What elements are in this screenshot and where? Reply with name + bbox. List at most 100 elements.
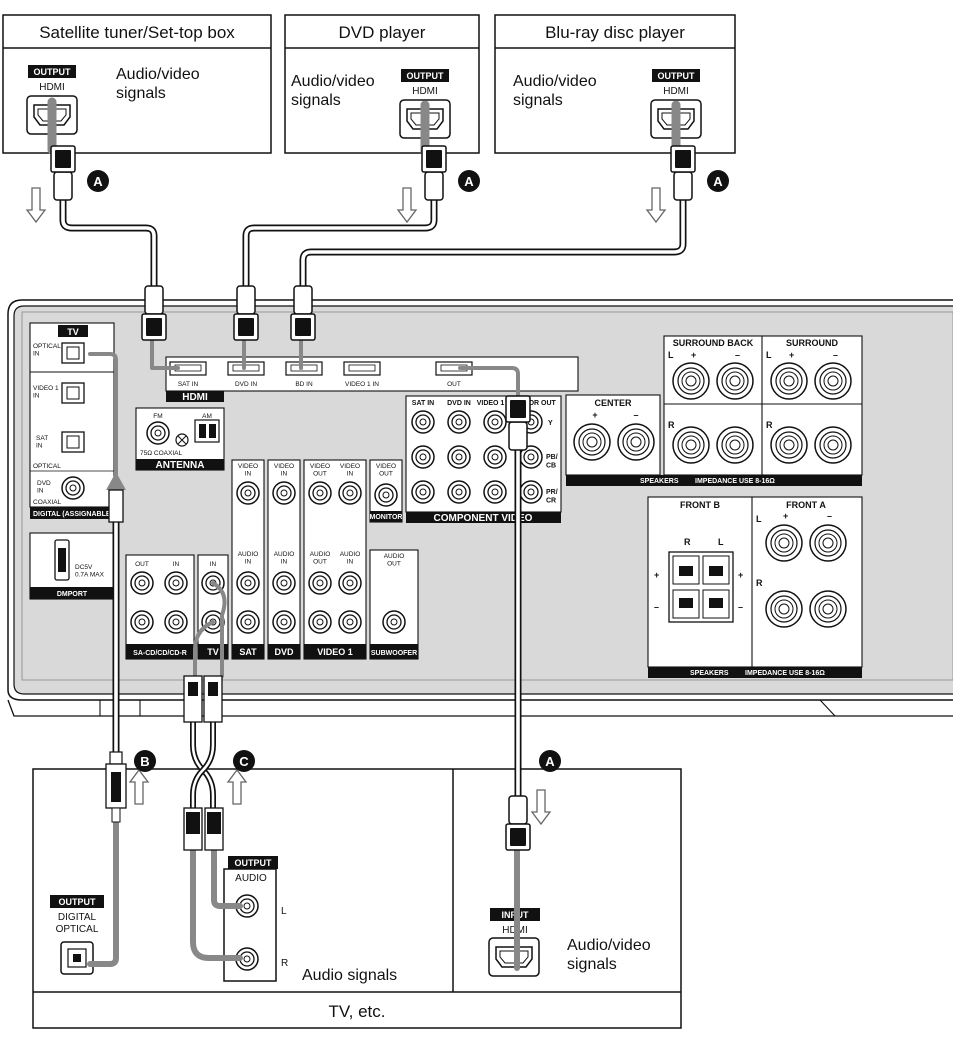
dmport-label: DMPORT [57,591,88,598]
speakers-label: SPEAKERS [640,478,679,485]
plus-label: + [654,570,659,580]
hdmi-video1-in-port [343,361,381,376]
cable-badge-a: A [93,174,103,189]
minus-label: – [735,350,740,360]
hdmi-port-label: DVD IN [235,381,257,388]
front-b-spring-terminals [668,551,734,623]
sat-video-jack [236,481,260,505]
front-a-r-plus-terminal [765,590,803,628]
component-jack [411,445,435,469]
component-jack [483,480,507,504]
dvd-audio-l-jack [272,571,296,595]
sacd-out-l-jack [130,571,154,595]
video1-audio-in-r-jack [338,610,362,634]
minus-label: – [654,602,659,612]
hdmi-plug [505,795,531,851]
hdmi-plug [50,145,76,201]
arrow-down-icon [26,187,46,223]
arrow-down-icon [397,187,417,223]
sacd-label: SA-CD/CD/CD-R [133,650,187,657]
surround-r-label: R [766,420,773,430]
component-video-columns: SAT IN DVD IN VIDEO 1 IN MONITOR OUT [412,400,557,407]
impedance-label: IMPEDANCE USE 8-16Ω [695,478,775,485]
monitor-label: MONITOR [370,514,403,521]
sacd-in-l-jack [164,571,188,595]
tv-audio-label: TV [207,647,219,657]
component-col-label: DVD IN [447,400,471,407]
speakers-label: SPEAKERS [690,670,729,677]
component-col-label: MONITOR OUT [506,400,556,407]
sacd-in-label: IN [173,561,180,568]
arrow-down-icon [646,187,666,223]
front-a-r-label: R [756,578,763,588]
surround-label: SURROUND [786,338,839,348]
subwoofer-jack [382,610,406,634]
audio-signals-label: Audio signals [302,967,397,984]
cable-badge-c: C [239,754,249,769]
tv-in-label: IN [210,561,217,568]
sacd-in-r-jack [164,610,188,634]
component-jack [411,480,435,504]
component-row-label: PR/CR [546,489,558,504]
hdmi-plug [505,395,531,451]
component-video-label: COMPONENT VIDEO [434,513,533,524]
component-col-label: VIDEO 1 IN [477,400,514,407]
front-a-l-minus-terminal [809,524,847,562]
video1-label: VIDEO 1 [317,647,353,657]
component-jack [411,410,435,434]
hdmi-plug [670,145,696,201]
surround-l-minus-terminal [814,362,852,400]
minus-label: – [827,511,832,521]
cables [47,97,687,971]
video1-audio-in-l-jack [338,571,362,595]
port-tag: OUTPUT [658,71,696,81]
plus-label: + [691,350,696,360]
front-a-l-label: L [756,514,762,524]
coaxial-label: COAXIAL [33,499,62,506]
optical-label: OPTICAL [33,463,61,470]
hdmi-plug [141,285,167,341]
hdmi-port-label: OUT [447,381,461,388]
surround-l-plus-terminal [770,362,808,400]
surround-l-label: L [766,350,772,360]
device-title: TV, etc. [328,1002,385,1021]
component-row-label: PB/CB [546,454,558,469]
hdmi-port-label: BD IN [295,381,313,388]
device-satellite: Satellite tuner/Set-top box OUTPUT HDMI … [2,14,272,154]
minus-label: – [833,350,838,360]
port-label: HDMI [39,82,65,93]
impedance-label: IMPEDANCE USE 8-16Ω [745,670,825,677]
component-col-label: SAT IN [412,400,434,407]
component-jack [483,445,507,469]
sacd-out-label: OUT [135,561,149,568]
front-b-l-label: L [718,537,724,547]
video1-audio-out-r-jack [308,610,332,634]
front-b-r-label: R [684,537,691,547]
subwoofer-label: SUBWOOFER [371,650,417,657]
audio-r-label: R [281,958,288,969]
hdmi-port-label: SAT IN [178,381,199,388]
hdmi-plug [290,285,316,341]
hdmi-plug [233,285,259,341]
video1-video-out-jack [308,481,332,505]
sat-label: SAT [239,647,257,657]
audio-label: AUDIO [235,873,267,884]
plus-label: + [592,410,597,420]
plus-label: + [783,511,788,521]
surround-back-r-label: R [668,420,675,430]
audio-tag: OUTPUT [235,858,273,868]
